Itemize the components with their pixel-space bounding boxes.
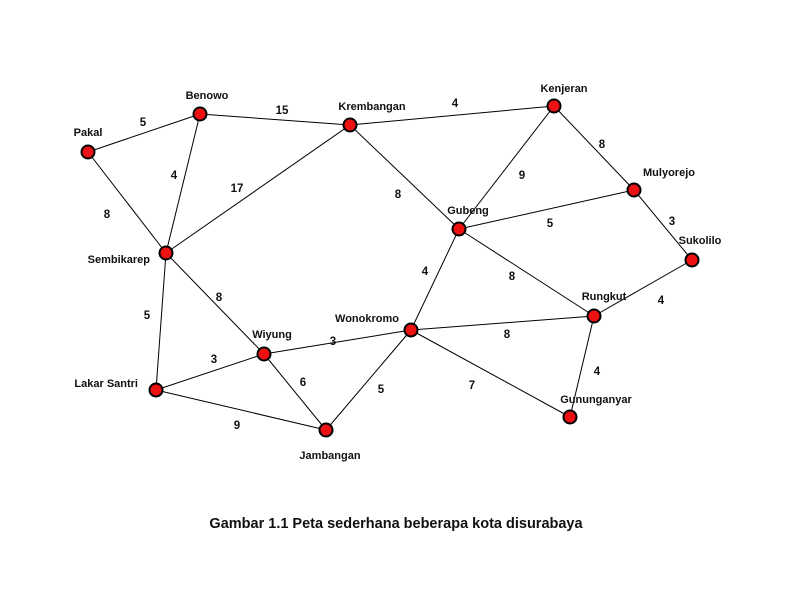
node-wiyung — [256, 346, 272, 362]
edge-mulyorejo-gubeng — [458, 189, 635, 230]
edge-weight-wonokromo-wiyung: 3 — [330, 336, 336, 348]
node-label-rungkut: Rungkut — [582, 291, 627, 303]
edge-kenjeran-gubeng — [458, 105, 555, 230]
edge-weight-wonokromo-jambangan: 5 — [378, 384, 385, 396]
edge-weight-pakal-benowo: 5 — [140, 117, 147, 129]
edge-krembangan-sembikarep — [165, 124, 351, 254]
edge-weight-wonokromo-gununganyar: 7 — [469, 380, 475, 392]
edge-weight-rungkut-gununganyar: 4 — [594, 366, 601, 378]
node-label-jambangan: Jambangan — [299, 450, 360, 462]
node-rungkut — [586, 308, 602, 324]
edge-weight-mulyorejo-gubeng: 5 — [547, 218, 554, 230]
edge-wonokromo-jambangan — [325, 329, 412, 431]
edge-rungkut-gununganyar — [569, 315, 595, 418]
edge-weight-pakal-sembikarep: 8 — [104, 209, 111, 221]
node-gubeng — [451, 221, 467, 237]
edge-weight-wiyung-lakar_santri: 3 — [211, 354, 217, 366]
edge-weight-gubeng-rungkut: 8 — [509, 271, 516, 283]
edge-pakal-sembikarep — [87, 151, 167, 254]
node-label-krembangan: Krembangan — [338, 101, 406, 113]
node-sukolilo — [684, 252, 700, 268]
edge-weight-wonokromo-rungkut: 8 — [504, 329, 511, 341]
edge-weights-layer: 5 8 15 4 4 17 8 8 9 5 3 4 8 4 8 5 8 3 5 7 4 3 6 9 — [104, 98, 675, 432]
node-label-wiyung: Wiyung — [252, 329, 292, 341]
edge-weight-sembikarep-wiyung: 8 — [216, 292, 223, 304]
node-label-pakal: Pakal — [74, 127, 103, 139]
node-wonokromo — [403, 322, 419, 338]
edge-mulyorejo-sukolilo — [633, 189, 693, 261]
edge-wonokromo-wiyung — [263, 329, 412, 355]
node-krembangan — [342, 117, 358, 133]
edge-weight-krembangan-gubeng: 8 — [395, 189, 402, 201]
edge-wonokromo-gununganyar — [410, 329, 571, 418]
node-label-benowo: Benowo — [186, 90, 229, 102]
nodes-layer — [80, 98, 700, 438]
edge-gubeng-rungkut — [458, 228, 595, 317]
edge-weight-benowo-sembikarep: 4 — [171, 170, 178, 182]
edge-sembikarep-lakar_santri — [155, 252, 167, 391]
edge-pakal-benowo — [87, 113, 201, 153]
edge-krembangan-gubeng — [349, 124, 460, 230]
edge-sukolilo-rungkut — [593, 259, 693, 317]
node-label-sukolilo: Sukolilo — [679, 235, 722, 247]
edge-weight-krembangan-sembikarep: 17 — [231, 183, 244, 195]
edge-krembangan-kenjeran — [349, 105, 555, 126]
node-label-gubeng: Gubeng — [447, 205, 489, 217]
edge-benowo-krembangan — [199, 113, 351, 126]
edges-layer — [87, 105, 693, 431]
node-gununganyar — [562, 409, 578, 425]
figure-caption: Gambar 1.1 Peta sederhana beberapa kota … — [209, 516, 583, 532]
node-kenjeran — [546, 98, 562, 114]
node-pakal — [80, 144, 96, 160]
node-label-lakar_santri: Lakar Santri — [74, 378, 138, 390]
edge-wiyung-jambangan — [263, 353, 327, 431]
node-benowo — [192, 106, 208, 122]
edge-weight-sukolilo-rungkut: 4 — [658, 295, 665, 307]
node-jambangan — [318, 422, 334, 438]
edge-weight-mulyorejo-sukolilo: 3 — [669, 216, 675, 228]
node-sembikarep — [158, 245, 174, 261]
node-mulyorejo — [626, 182, 642, 198]
edge-weight-benowo-krembangan: 15 — [276, 105, 289, 117]
edge-weight-kenjeran-gubeng: 9 — [519, 170, 525, 182]
edge-weight-gubeng-wonokromo: 4 — [422, 266, 429, 278]
node-label-kenjeran: Kenjeran — [540, 83, 587, 95]
edge-weight-sembikarep-lakar_santri: 5 — [144, 310, 151, 322]
edge-wonokromo-rungkut — [410, 315, 595, 331]
edge-weight-wiyung-jambangan: 6 — [300, 377, 306, 389]
edge-sembikarep-wiyung — [165, 252, 265, 355]
edge-wiyung-lakar_santri — [155, 353, 265, 391]
node-label-mulyorejo: Mulyorejo — [643, 167, 695, 179]
edge-lakar_santri-jambangan — [155, 389, 327, 431]
edge-weight-krembangan-kenjeran: 4 — [452, 98, 459, 110]
edge-weight-lakar_santri-jambangan: 9 — [234, 420, 240, 432]
edge-kenjeran-mulyorejo — [553, 105, 635, 191]
node-label-gununganyar: Gununganyar — [560, 394, 632, 406]
edge-weight-kenjeran-mulyorejo: 8 — [599, 139, 606, 151]
node-label-wonokromo: Wonokromo — [335, 313, 399, 325]
edge-gubeng-wonokromo — [410, 228, 460, 331]
node-lakar_santri — [148, 382, 164, 398]
edge-benowo-sembikarep — [165, 113, 201, 254]
node-label-sembikarep: Sembikarep — [88, 254, 151, 266]
